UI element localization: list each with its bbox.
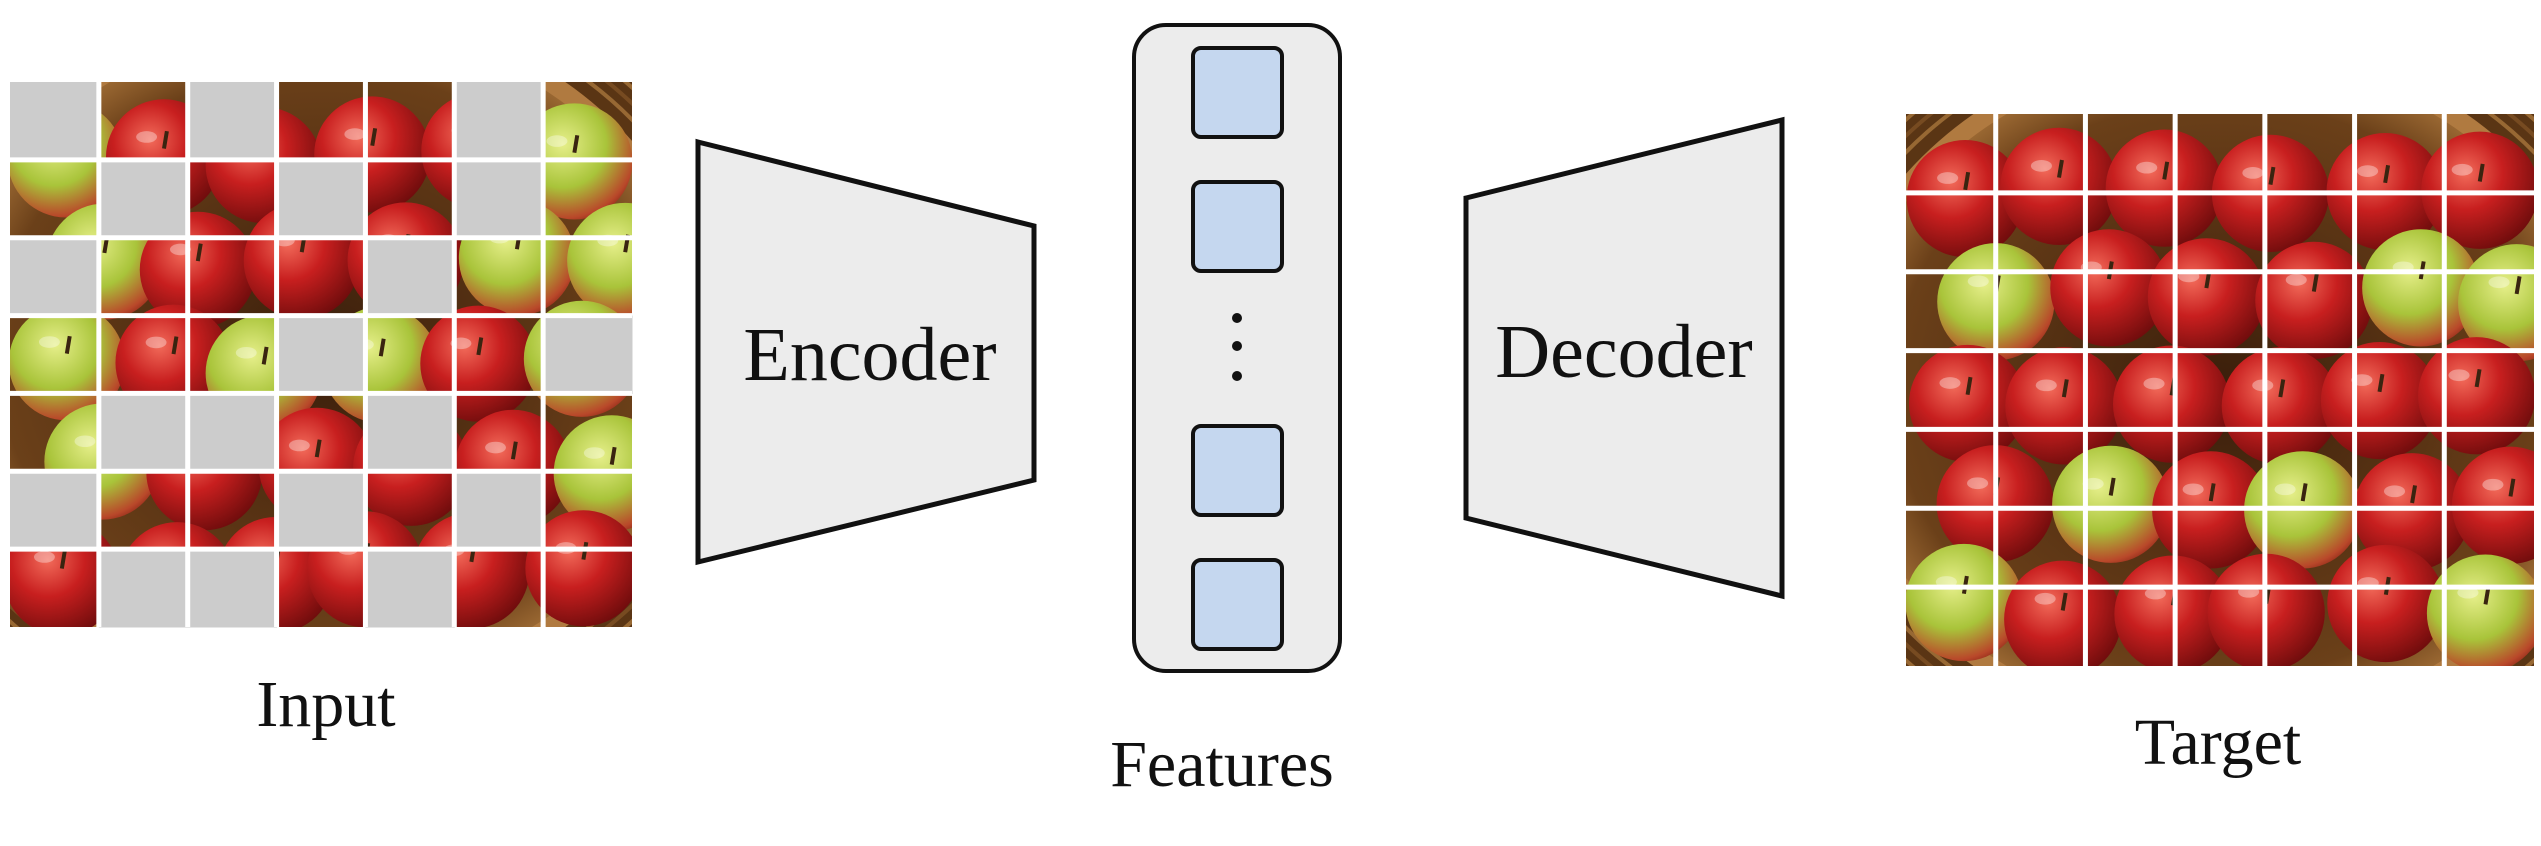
apple <box>525 510 632 627</box>
input-image <box>10 82 633 628</box>
masked-patch <box>365 393 455 472</box>
apple <box>2113 345 2231 463</box>
apple <box>2451 446 2534 564</box>
masked-patch <box>454 82 544 161</box>
features-block: Features <box>1110 23 1342 801</box>
input-label: Input <box>256 668 395 741</box>
input-apple-photo <box>10 82 632 627</box>
masked-patch <box>10 237 100 317</box>
apple <box>2004 560 2122 666</box>
apple <box>2052 445 2170 563</box>
apple <box>2105 129 2223 247</box>
masked-patch <box>276 159 366 239</box>
feature-token-3 <box>1191 424 1284 517</box>
target-label: Target <box>2135 706 2301 779</box>
masked-patch <box>98 159 189 239</box>
apple <box>2327 544 2445 663</box>
apple <box>2005 347 2123 465</box>
masked-patch <box>10 82 100 161</box>
masked-patch <box>543 315 633 394</box>
apple <box>2421 131 2534 249</box>
feature-token-2 <box>1191 180 1284 273</box>
masked-patch <box>454 471 544 550</box>
input-patch-grid <box>10 82 632 627</box>
apple <box>2426 554 2534 666</box>
apple <box>2353 453 2471 571</box>
feature-ellipsis <box>1232 313 1242 381</box>
apple <box>2000 127 2118 246</box>
feature-token-4 <box>1191 558 1284 651</box>
masked-patch <box>365 549 455 628</box>
masked-patch <box>187 393 278 472</box>
apple <box>1906 543 2023 662</box>
masked-patch <box>276 471 366 550</box>
encoder-label: Encoder <box>743 313 996 397</box>
apple <box>139 211 256 328</box>
masked-patch <box>276 315 366 394</box>
masked-patch <box>98 549 189 628</box>
target-patch-grid <box>1906 114 2534 666</box>
target-image <box>1906 114 2534 666</box>
apple <box>2418 337 2534 455</box>
features-label: Features <box>1110 728 1334 801</box>
decoder-trapezoid <box>1463 116 1785 600</box>
feature-token-1 <box>1191 46 1284 139</box>
target-apple-photo <box>1906 114 2534 666</box>
masked-patch <box>365 237 455 317</box>
masked-patch <box>187 82 278 161</box>
encoder-trapezoid <box>695 138 1037 566</box>
decoder-label: Decoder <box>1495 310 1752 394</box>
masked-patch <box>187 549 278 628</box>
decoder-block: Decoder <box>1463 116 1785 600</box>
masked-patch <box>454 159 544 239</box>
input-mask-patches <box>10 82 633 628</box>
masked-patch <box>98 393 189 472</box>
apple <box>2147 238 2265 356</box>
encoder-block: Encoder <box>695 138 1037 566</box>
masked-patch <box>10 471 100 550</box>
